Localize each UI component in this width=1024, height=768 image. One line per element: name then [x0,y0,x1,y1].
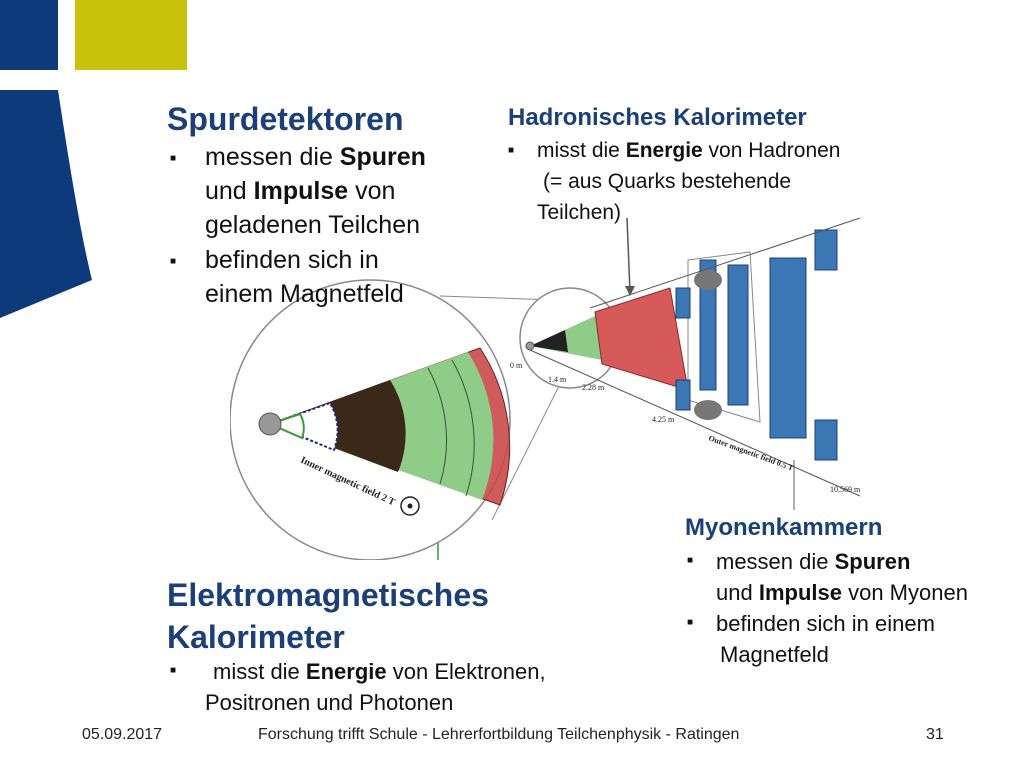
em-bullet-1: ■ [170,665,177,676]
label-r4: 10.569 m [830,485,861,494]
footer-date: 05.09.2017 [82,726,163,743]
label-outer-field: Outer magnetic field 0.5 T [707,433,795,472]
hadron-text-1: misst die Energie von Hadronen (= aus Qu… [537,139,841,224]
em-title: Elektromagnetisches Kalorimeter [167,577,489,655]
logo-graphic [0,0,187,318]
footer-page-number: 31 [926,726,944,743]
hadron-title: Hadronisches Kalorimeter [508,104,807,131]
footer-title: Forschung trifft Schule - Lehrerfortbild… [258,726,740,743]
spur-text-2: befinden sich in einem Magnetfeld [205,246,404,308]
zoom-wedge [258,347,511,516]
spur-title: Spurdetektoren [167,101,404,137]
hadron-bullet-1: ■ [508,145,515,156]
logo-navy-square [0,0,58,70]
label-r2: 2.28 m [582,383,605,392]
myon-text-2: befinden sich in einem Magnetfeld [716,611,935,667]
label-r3: 4.25 m [652,415,675,424]
label-r0: 0 m [510,361,523,370]
detector-wedge [525,217,861,497]
logo-navy-bar [0,90,92,318]
em-text-1: misst die Energie von Elektronen, Positr… [205,659,546,715]
myon-text-1: messen die Spuren und Impulse von Myonen [716,549,968,605]
myon-title: Myonenkammern [685,514,883,541]
spur-bullet-2: ■ [170,256,177,267]
label-r1: 1.4 m [548,375,567,384]
logo-lime-block [75,0,187,70]
spur-text-1: messen die Spuren und Impulse von gelade… [205,143,426,239]
myon-bullet-1: ■ [687,555,694,566]
spur-bullet-1: ■ [170,153,177,164]
detector-diagram: Inner magnetic field 2 T 0 m 1.4 m 2.28 … [230,217,861,560]
pointer-line-hadron [626,217,631,293]
myon-bullet-2: ■ [687,617,694,628]
